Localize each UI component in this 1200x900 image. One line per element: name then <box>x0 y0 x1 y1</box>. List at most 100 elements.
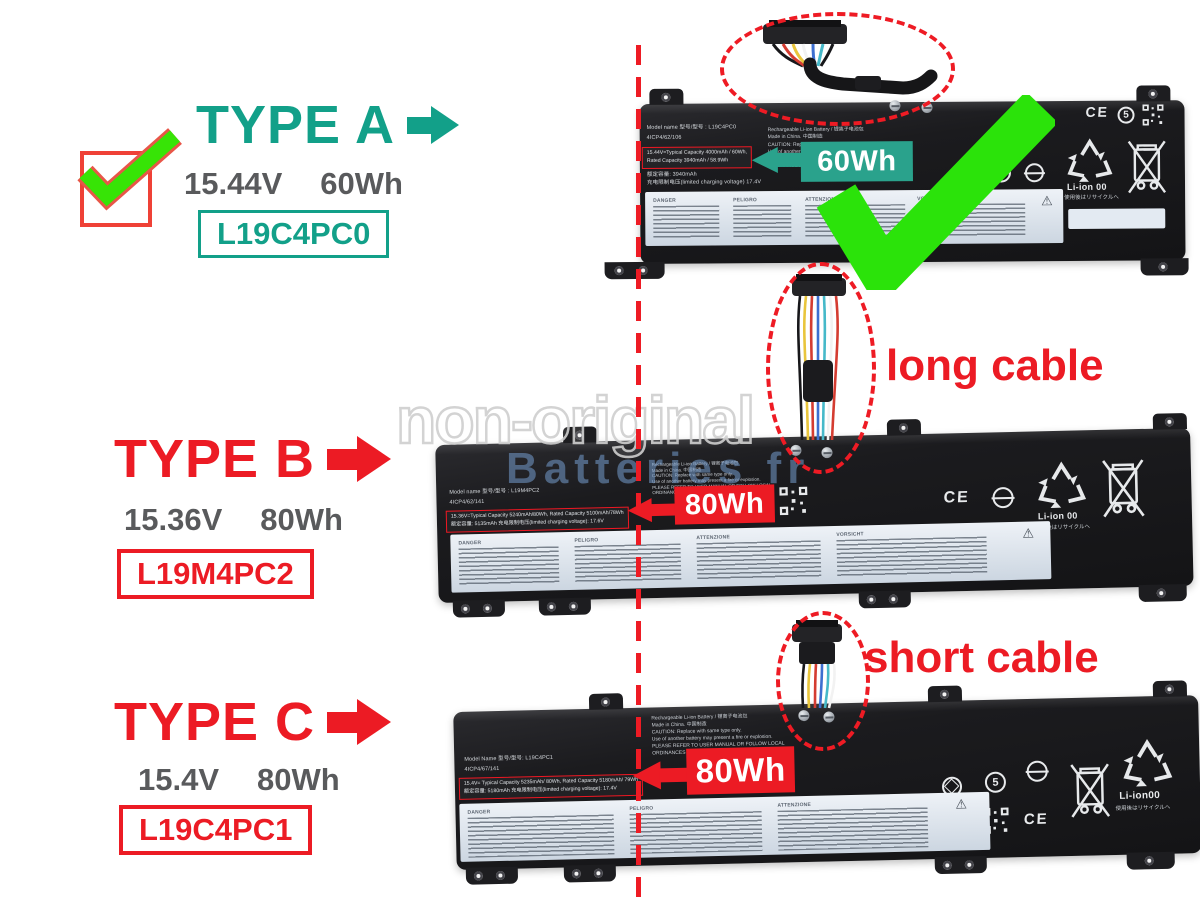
recycle-icon <box>1038 461 1087 509</box>
mount-foot <box>563 864 617 883</box>
warning-word: DANGER <box>653 197 677 204</box>
ce-mark-icon: CE <box>943 488 971 507</box>
mount-tab <box>1152 412 1188 430</box>
spec-line-1: 15.44V=Typical Capacity 4000mAh / 60Wh, <box>646 149 748 156</box>
mount-tab <box>927 685 963 703</box>
battery-type-a: Model name 型号/型号 : L19C4PC0 4ICP4/62/106… <box>604 85 1189 280</box>
spec-line-2: Rated Capacity 3940mAh / 58.9Wh <box>646 157 729 164</box>
recycle-icon <box>1067 138 1113 182</box>
badge-arrow-stem <box>659 767 688 783</box>
warning-label-panel: DANGER PELIGRO ATTENZIONE ⚠ <box>459 791 991 862</box>
warning-word: ATTENZIONE <box>696 534 731 542</box>
warning-word: DANGER <box>458 540 482 547</box>
type-c-specs: 15.4V 80Wh <box>138 762 340 798</box>
right-arrow-icon <box>407 106 460 144</box>
capacity-spec-box: 15.44V=Typical Capacity 4000mAh / 60Wh, … <box>641 146 753 169</box>
mount-foot <box>1138 584 1187 603</box>
type-a-voltage: 15.44V <box>184 166 283 201</box>
checkbox-check-icon <box>77 128 182 211</box>
type-c-model-box: L19C4PC1 <box>119 805 313 855</box>
short-cable-label: short cable <box>864 633 1099 682</box>
battery-model-line: Model Name 型号/型号: L19C4PC1 <box>464 754 554 763</box>
type-b-title: TYPE B <box>114 428 392 490</box>
type-b-model-box: L19M4PC2 <box>117 549 314 599</box>
warning-word: PELIGRO <box>733 197 758 204</box>
recycle-note-jp: 使用後はリサイクルへ <box>1064 194 1119 202</box>
standard-circle-icon <box>991 486 1015 509</box>
type-b-title-text: TYPE B <box>114 429 316 489</box>
mount-foot <box>604 261 665 280</box>
type-c-energy: 80Wh <box>257 762 340 797</box>
red-dashed-divider <box>636 45 641 898</box>
watermark-secondary: Batteries fr <box>506 444 811 493</box>
warning-word: PELIGRO <box>574 537 599 544</box>
charge-line: 充电限制电压(limited charging voltage) 17.4V <box>646 179 762 186</box>
right-arrow-icon <box>327 436 392 482</box>
rohs-epup-icon: 5 <box>1117 106 1135 124</box>
battery-type-c: Model Name 型号/型号: L19C4PC1 4ICP4/67/141 … <box>453 680 1200 885</box>
warning-word: VORSICHT <box>836 531 864 538</box>
capacity-spec-box: 15.36V=Typical Capacity 5240mAh/80Wh, Ra… <box>445 506 630 533</box>
recycle-note-jp: 使用後はリサイクルへ <box>1115 804 1171 813</box>
mount-tab <box>1136 85 1171 102</box>
mount-foot <box>858 590 912 609</box>
approved-check-icon <box>816 95 1055 290</box>
crossed-bin-icon <box>1102 459 1145 518</box>
mount-foot <box>538 597 592 616</box>
liion-label: Li-ion00 <box>1119 790 1161 802</box>
qr-code-icon <box>1142 104 1164 126</box>
type-c-voltage: 15.4V <box>138 762 220 797</box>
type-b-voltage: 15.36V <box>124 502 223 537</box>
warning-word: PELIGRO <box>629 805 654 813</box>
crossed-bin-icon <box>1127 140 1167 194</box>
capacity-spec-box: 15.4V= Typical Capacity 5235mAh/ 80Wh, R… <box>458 773 644 800</box>
mount-tab <box>588 693 624 710</box>
mount-foot <box>934 855 987 875</box>
ce-mark-icon: CE <box>1023 810 1050 829</box>
type-a-specs: 15.44V 60Wh <box>184 166 403 202</box>
mount-tab <box>886 418 922 436</box>
battery-model-line: Model name 型号/型号 : L19C4PC0 <box>646 124 737 131</box>
mount-foot <box>465 866 519 885</box>
type-a-energy: 60Wh <box>320 166 403 201</box>
type-a-model-box: L19C4PC0 <box>198 210 390 258</box>
warning-triangle-icon: ⚠ <box>955 796 968 812</box>
watermark-primary: non-original <box>395 382 757 459</box>
warning-word: DANGER <box>467 809 491 816</box>
right-arrow-icon <box>327 699 392 745</box>
mount-foot <box>1140 258 1189 276</box>
qr-code-icon <box>779 486 808 516</box>
type-c-title-text: TYPE C <box>114 692 316 752</box>
battery-type-b: Model name 型号/型号 : L19M4PC2 4ICP4/62/141… <box>435 412 1194 618</box>
connector-highlight-ellipse-b <box>766 262 876 474</box>
battery-cell-line: 4ICP4/62/106 <box>646 134 682 141</box>
type-a-title-text: TYPE A <box>196 95 396 155</box>
crossed-bin-icon <box>1070 763 1111 818</box>
badge-arrow-icon <box>751 147 778 174</box>
warning-triangle-icon: ⚠ <box>1022 525 1035 541</box>
type-c-title: TYPE C <box>114 691 392 753</box>
liion-label: Li-ion 00 <box>1066 181 1107 193</box>
long-cable-label: long cable <box>886 341 1104 390</box>
barcode-box <box>1068 208 1166 230</box>
rohs-epup-icon: 5 <box>984 771 1007 793</box>
connector-highlight-ellipse-c <box>776 611 870 751</box>
recycle-icon <box>1123 738 1173 787</box>
mount-foot <box>1126 851 1175 870</box>
badge-arrow-stem <box>776 152 803 168</box>
liion-label: Li-ion 00 <box>1037 510 1078 522</box>
mount-tab <box>1152 680 1188 698</box>
battery-cell-line: 4ICP4/62/141 <box>449 498 485 506</box>
connector-highlight-ellipse-a <box>720 12 955 126</box>
badge-arrow-stem <box>650 503 677 517</box>
battery-cell-line: 4ICP4/67/141 <box>464 765 500 773</box>
warning-label-panel: DANGER PELIGRO ATTENZIONE VORSICHT ⚠ <box>450 521 1052 593</box>
mount-tab <box>649 88 684 105</box>
standard-circle-icon <box>1025 760 1049 783</box>
warning-word: ATTENZIONE <box>777 801 812 809</box>
ce-mark-icon: CE <box>1085 103 1110 120</box>
type-a-title: TYPE A <box>196 94 460 156</box>
energy-badge-80wh: 80Wh <box>686 746 796 795</box>
